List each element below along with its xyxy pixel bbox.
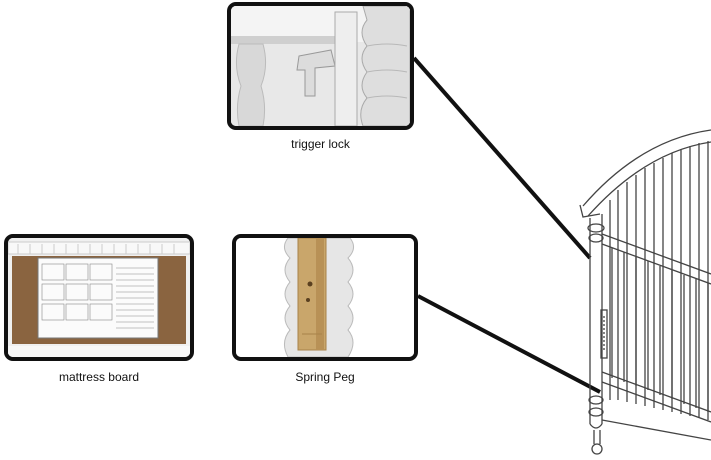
mattress-board-caption: mattress board (58, 370, 140, 384)
leader-line-spring-peg (417, 294, 601, 394)
spring-peg-caption: Spring Peg (295, 370, 355, 384)
mattress-board-callout (4, 234, 194, 361)
trigger-lock-photo (231, 6, 410, 126)
trigger-lock-caption: trigger lock (291, 137, 350, 151)
spring-peg-photo (236, 238, 414, 357)
crib-drawing (579, 129, 711, 455)
trigger-lock-callout (227, 2, 414, 130)
spring-peg-callout (232, 234, 418, 361)
mattress-board-photo (8, 238, 190, 357)
leader-line-trigger-lock (412, 56, 592, 260)
